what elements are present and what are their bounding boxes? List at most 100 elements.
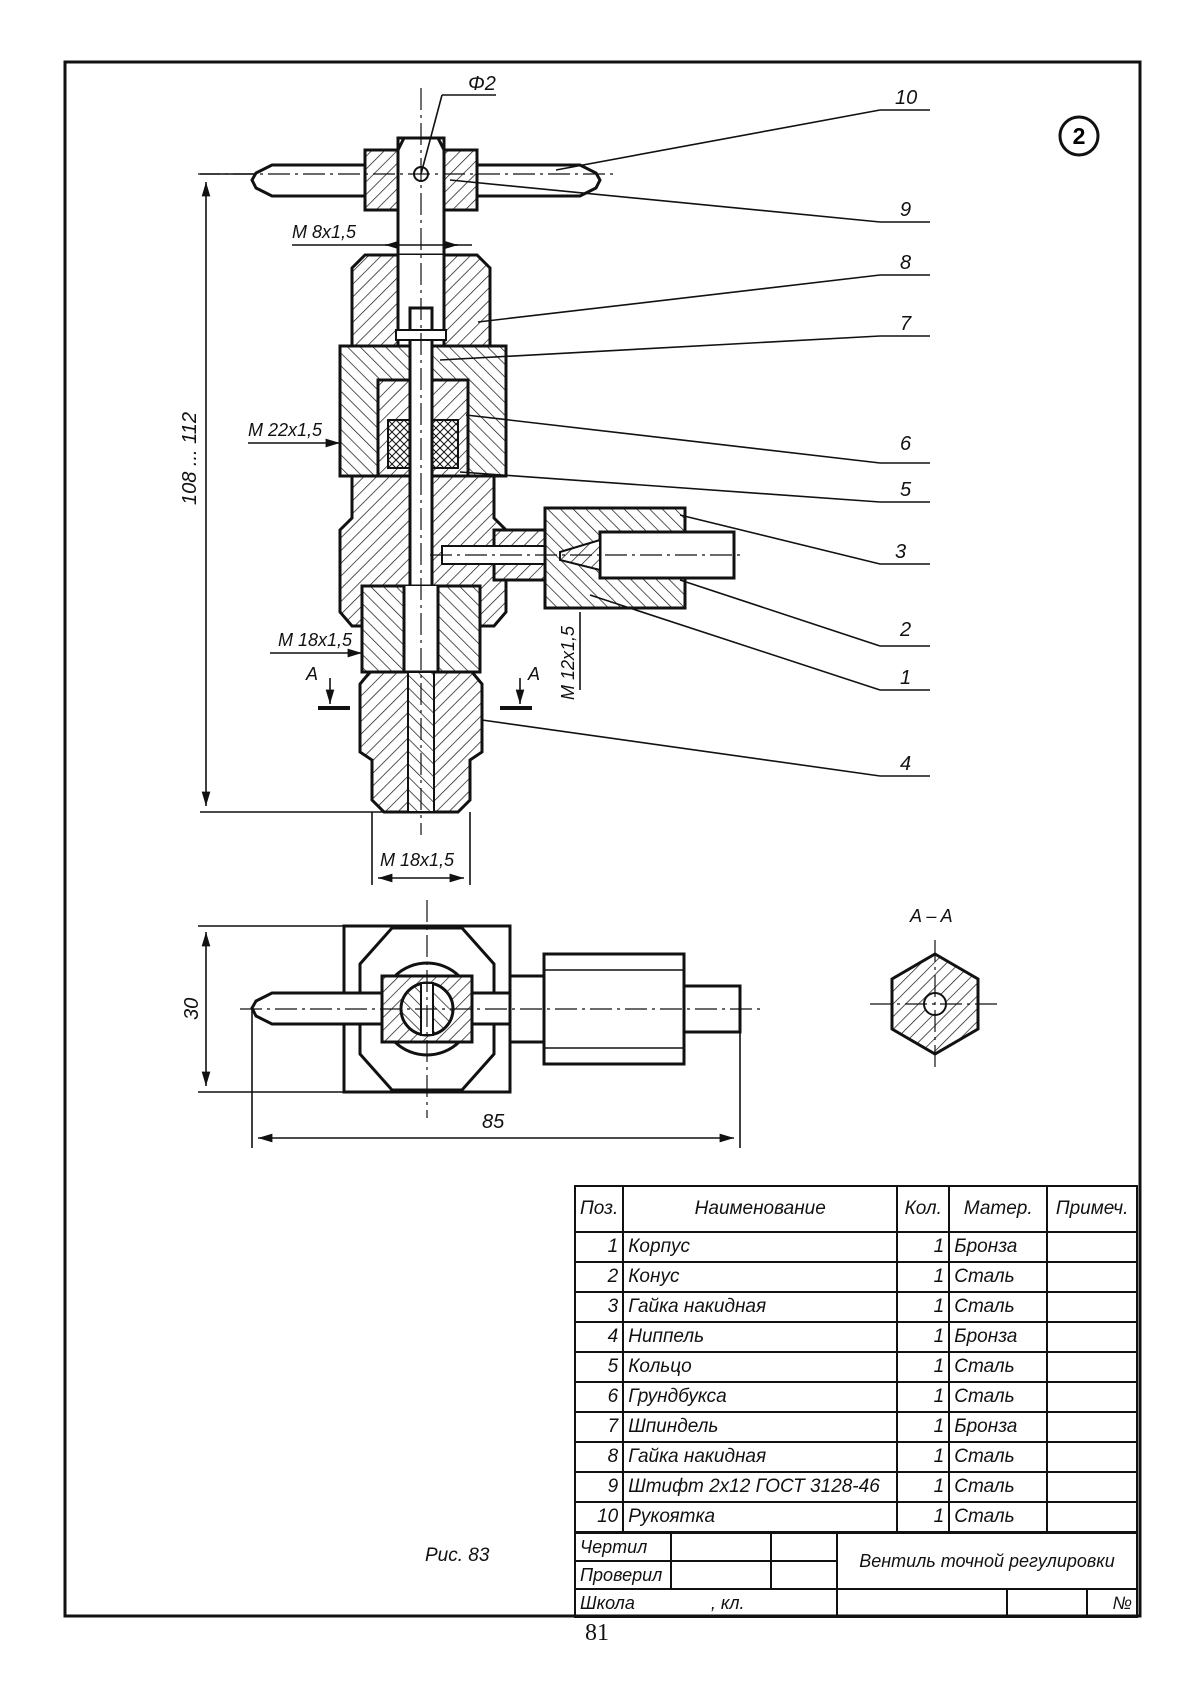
row-note xyxy=(1046,1411,1138,1443)
row-note xyxy=(1046,1231,1138,1263)
title-block-drew-name xyxy=(670,1532,772,1562)
drawing-title: Вентиль точной регулировки xyxy=(836,1532,1138,1590)
row-note xyxy=(1046,1501,1138,1533)
callout-4: 4 xyxy=(900,753,911,775)
title-block-checked: Проверил xyxy=(574,1560,672,1590)
row-note xyxy=(1046,1261,1138,1293)
callout-9: 9 xyxy=(900,199,911,221)
row-pos: 1 xyxy=(573,1231,625,1263)
header-material: Матер. xyxy=(948,1185,1049,1233)
dim-m18-upper: M 18x1,5 xyxy=(278,630,353,650)
row-material: Бронза xyxy=(948,1231,1049,1263)
row-pos: 7 xyxy=(573,1411,625,1443)
header-qty: Кол. xyxy=(896,1185,951,1233)
title-block: Чертил Вентиль точной регулировки Провер… xyxy=(574,1532,1138,1618)
title-block-checked-name xyxy=(670,1560,772,1590)
row-material: Сталь xyxy=(948,1291,1049,1323)
callout-8: 8 xyxy=(900,252,911,274)
row-qty: 1 xyxy=(896,1381,951,1413)
title-block-school-row: Школа , кл. xyxy=(574,1588,838,1618)
row-qty: 1 xyxy=(896,1411,951,1443)
row-qty: 1 xyxy=(896,1501,951,1533)
row-name: Корпус xyxy=(622,1231,899,1263)
row-material: Сталь xyxy=(948,1381,1049,1413)
parts-list-header: Поз. Наименование Кол. Матер. Примеч. xyxy=(573,1185,1138,1233)
callout-leaders xyxy=(439,109,930,777)
row-name: Гайка накидная xyxy=(622,1441,899,1473)
row-name: Шпиндель xyxy=(622,1411,899,1443)
dim-85: 85 xyxy=(482,1111,505,1133)
row-qty: 1 xyxy=(896,1231,951,1263)
row-name: Гайка накидная xyxy=(622,1291,899,1323)
row-name: Конус xyxy=(622,1261,899,1293)
row-material: Сталь xyxy=(948,1471,1049,1503)
row-name: Грундбукса xyxy=(622,1381,899,1413)
section-mark-a-left: A xyxy=(305,664,318,684)
section-mark-a-right: A xyxy=(527,664,540,684)
section-title: A – A xyxy=(909,906,953,926)
row-note xyxy=(1046,1441,1138,1473)
header-name: Наименование xyxy=(622,1185,899,1233)
row-qty: 1 xyxy=(896,1351,951,1383)
title-block-drew: Чертил xyxy=(574,1532,672,1562)
row-material: Бронза xyxy=(948,1411,1049,1443)
header-pos: Поз. xyxy=(573,1185,625,1233)
row-pos: 6 xyxy=(573,1381,625,1413)
dim-phi2: Φ2 xyxy=(468,73,496,95)
callout-5: 5 xyxy=(900,479,912,501)
row-name: Кольцо xyxy=(622,1351,899,1383)
callout-2: 2 xyxy=(899,619,911,641)
row-material: Бронза xyxy=(948,1321,1049,1353)
sheet-badge: 2 xyxy=(1058,115,1100,157)
callout-3: 3 xyxy=(895,541,906,563)
callout-10: 10 xyxy=(895,87,917,109)
row-material: Сталь xyxy=(948,1501,1049,1533)
dim-height: 108 ... 112 xyxy=(179,412,201,505)
title-block-number: № xyxy=(1086,1588,1138,1618)
row-pos: 10 xyxy=(573,1501,625,1533)
row-pos: 8 xyxy=(573,1441,625,1473)
title-block-school: Школа xyxy=(580,1592,635,1613)
row-qty: 1 xyxy=(896,1441,951,1473)
callout-labels: 10 9 8 7 6 5 3 2 1 4 xyxy=(895,87,917,775)
dim-m18-lower: M 18x1,5 xyxy=(380,850,455,870)
row-name: Рукоятка xyxy=(622,1501,899,1533)
title-block-class: , кл. xyxy=(710,1592,745,1613)
row-qty: 1 xyxy=(896,1471,951,1503)
section-a-a: A – A xyxy=(870,906,1000,1068)
row-note xyxy=(1046,1381,1138,1413)
row-material: Сталь xyxy=(948,1261,1049,1293)
row-qty: 1 xyxy=(896,1321,951,1353)
row-note xyxy=(1046,1321,1138,1353)
top-view: 30 85 xyxy=(181,900,760,1148)
dim-30: 30 xyxy=(181,998,203,1020)
title-block-checked-date xyxy=(770,1560,838,1590)
front-section-view: Φ2 M 8x1,5 M 22x1,5 M 18x1,5 M 12x1,5 A … xyxy=(179,73,745,885)
row-material: Сталь xyxy=(948,1441,1049,1473)
row-qty: 1 xyxy=(896,1291,951,1323)
row-pos: 5 xyxy=(573,1351,625,1383)
title-block-blank-1 xyxy=(836,1588,1008,1618)
dim-m8: M 8x1,5 xyxy=(292,222,357,242)
dim-m22: M 22x1,5 xyxy=(248,420,323,440)
page-number: 81 xyxy=(585,1620,609,1646)
callout-6: 6 xyxy=(900,433,912,455)
row-name: Ниппель xyxy=(622,1321,899,1353)
row-pos: 2 xyxy=(573,1261,625,1293)
title-block-blank-2 xyxy=(1006,1588,1088,1618)
row-note xyxy=(1046,1291,1138,1323)
title-block-drew-date xyxy=(770,1532,838,1562)
row-pos: 3 xyxy=(573,1291,625,1323)
header-note: Примеч. xyxy=(1046,1185,1138,1233)
